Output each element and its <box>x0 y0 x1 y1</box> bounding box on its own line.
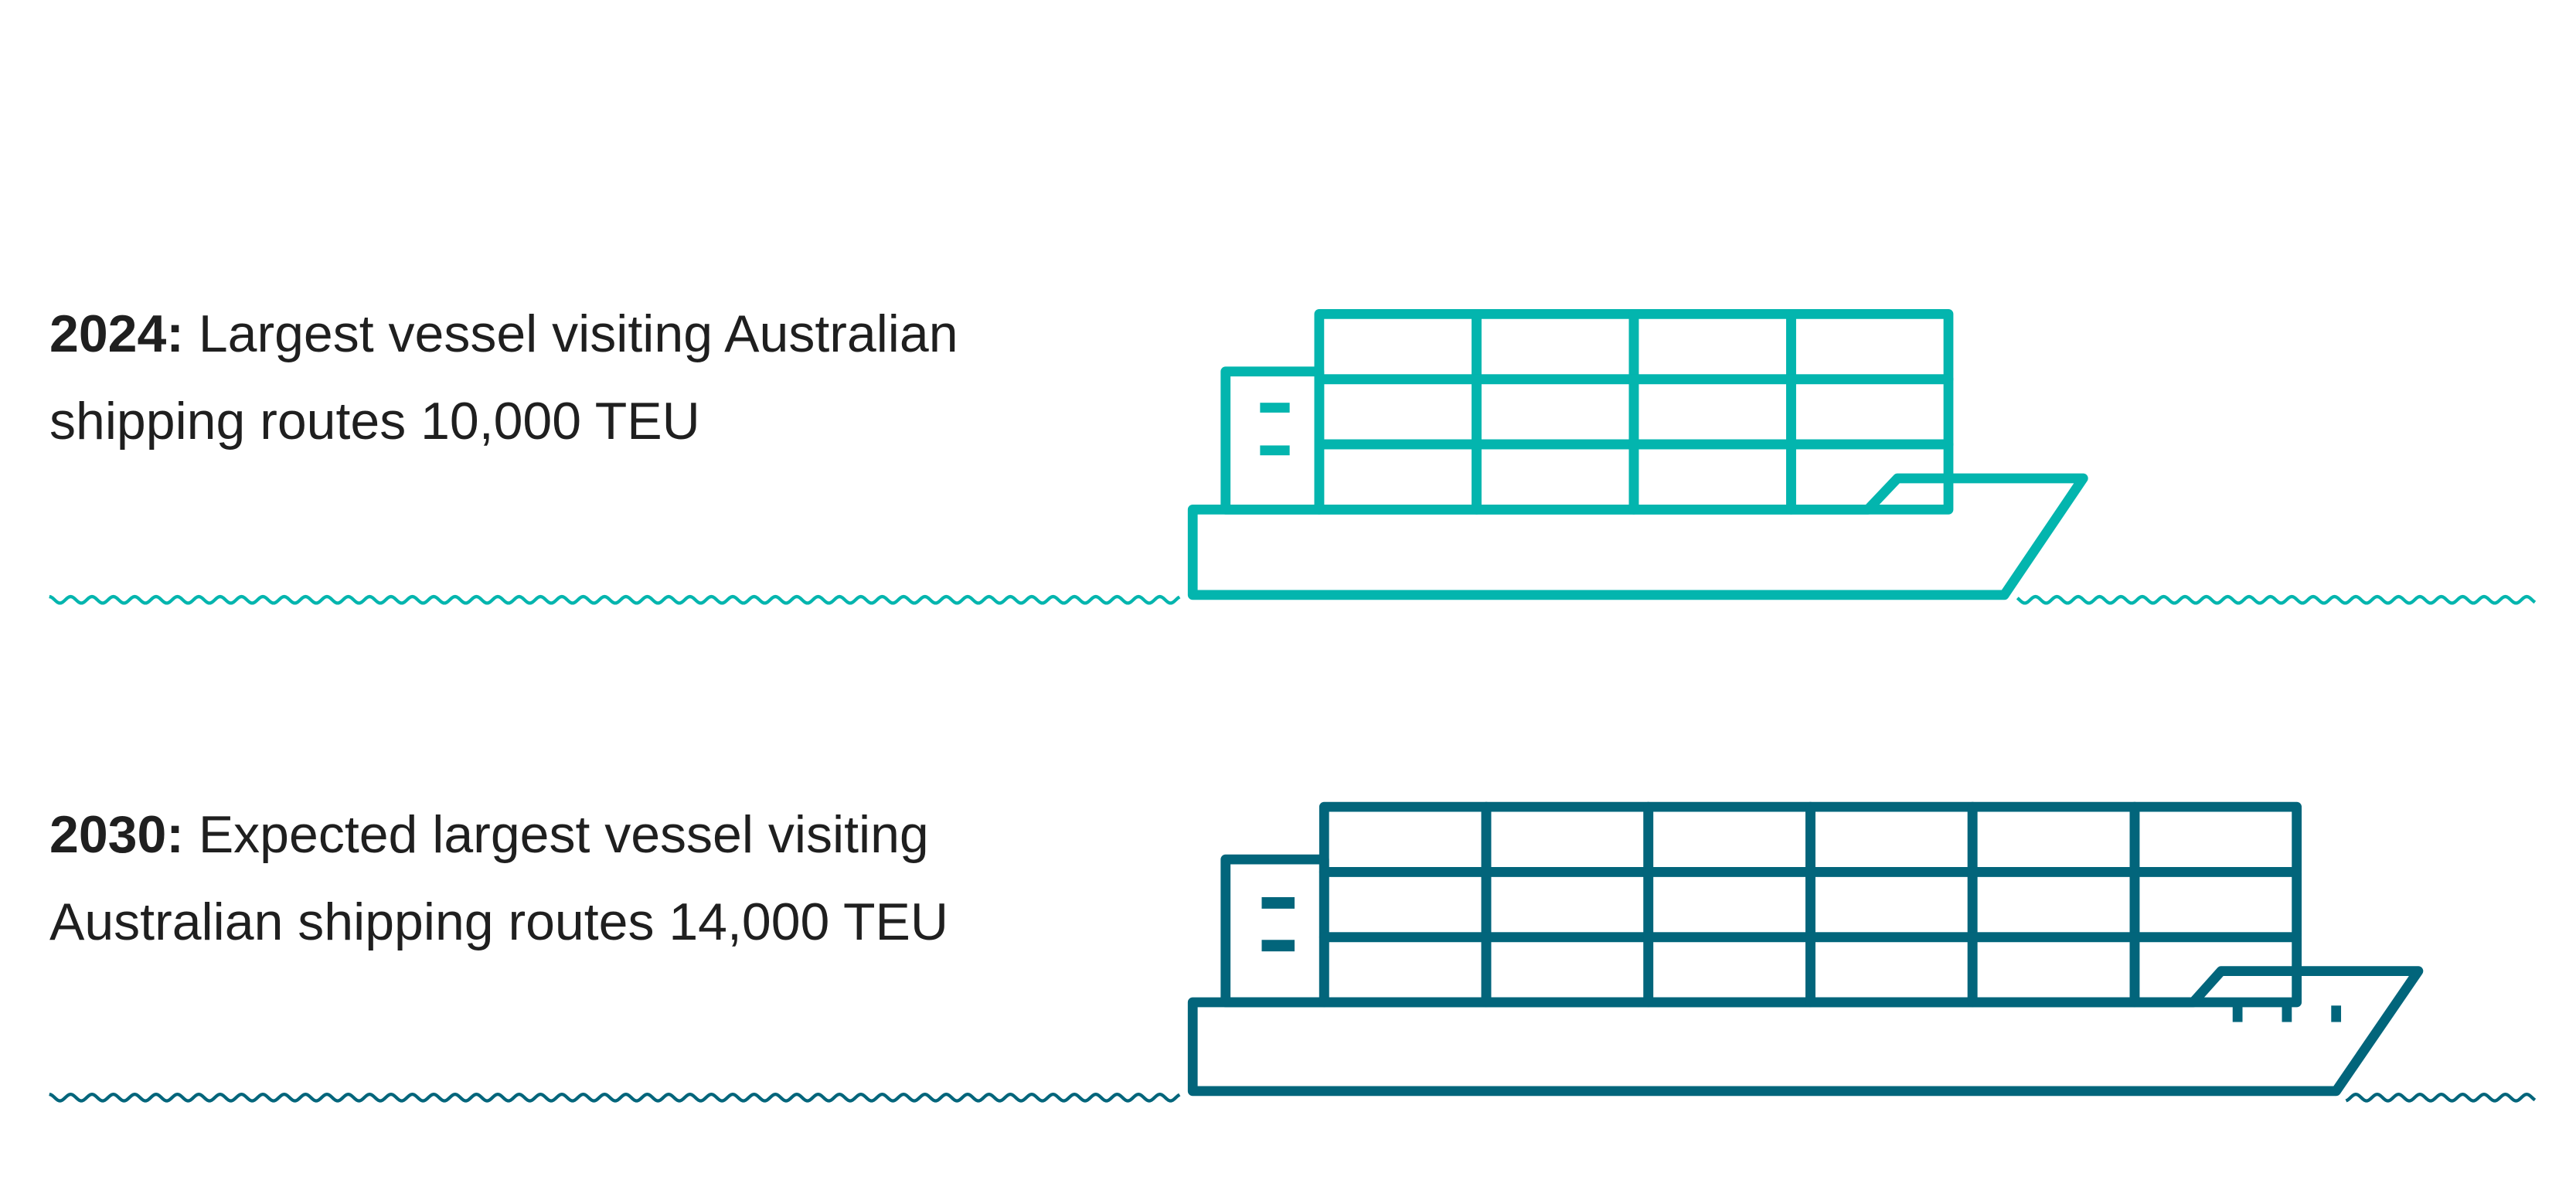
caption-line: 2024: Largest vessel visiting Australian <box>49 291 958 378</box>
container <box>1481 867 1654 943</box>
bridge-window <box>1260 403 1290 413</box>
container <box>1472 439 1639 515</box>
container <box>1472 309 1639 385</box>
container <box>1319 932 1492 1008</box>
container <box>1319 801 1492 877</box>
caption-line: Australian shipping routes 14,000 TEU <box>49 893 949 951</box>
container <box>1643 801 1815 877</box>
caption-year: 2024: <box>49 304 184 363</box>
caption-line: 2030: Expected largest vessel visiting <box>49 791 948 879</box>
wave-line <box>49 1092 2537 1103</box>
container <box>1805 801 1978 877</box>
container <box>1967 801 2140 877</box>
container <box>1472 374 1639 450</box>
container <box>1319 867 1492 943</box>
bridge-window <box>1261 940 1295 952</box>
caption-text: Largest vessel visiting Australian <box>198 304 958 363</box>
container <box>2129 801 2302 877</box>
bridge-window <box>1260 445 1290 456</box>
caption-2024: 2024: Largest vessel visiting Australian… <box>49 291 958 465</box>
porthole <box>2282 1005 2292 1022</box>
ship-bridge <box>1220 366 1325 515</box>
container <box>1805 867 1978 943</box>
container-stack <box>1314 309 1954 515</box>
container <box>1314 309 1482 385</box>
porthole <box>2232 1005 2243 1022</box>
container <box>1314 439 1482 515</box>
container <box>2129 932 2302 1008</box>
container <box>1786 309 1954 385</box>
container <box>1643 867 1815 943</box>
container <box>1805 932 1978 1008</box>
caption-year: 2030: <box>49 805 184 864</box>
container <box>1786 439 1954 515</box>
caption-text: Expected largest vessel visiting <box>198 805 929 864</box>
caption-2030: 2030: Expected largest vessel visiting A… <box>49 791 948 966</box>
ship-bridge <box>1220 854 1329 1008</box>
bridge-window <box>1261 896 1295 909</box>
caption-line: shipping routes 10,000 TEU <box>49 392 700 451</box>
container <box>1481 801 1654 877</box>
porthole <box>2331 1005 2342 1022</box>
container <box>1314 374 1482 450</box>
container <box>1643 932 1815 1008</box>
container <box>1628 309 1796 385</box>
container-stack <box>1319 801 2302 1008</box>
ship-2030 <box>49 801 2537 1103</box>
container <box>1628 374 1796 450</box>
ship-2024 <box>49 309 2537 605</box>
container <box>1967 867 2140 943</box>
container <box>1628 439 1796 515</box>
wave-line <box>49 594 2537 605</box>
container <box>1786 374 1954 450</box>
container <box>1967 932 2140 1008</box>
container <box>2129 867 2302 943</box>
container <box>1481 932 1654 1008</box>
